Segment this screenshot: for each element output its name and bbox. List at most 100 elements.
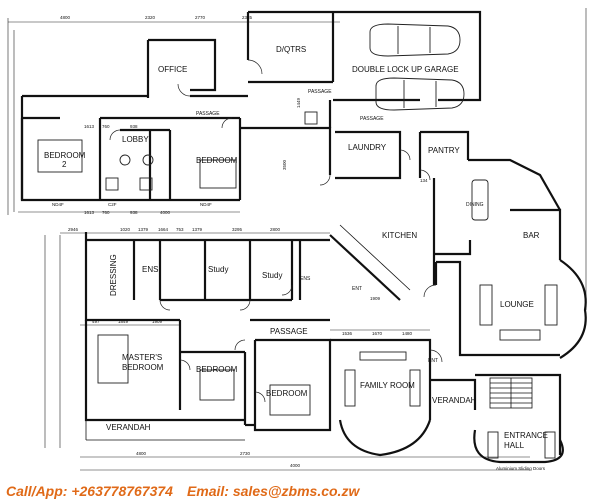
dim-misc: 760 [102,210,110,215]
dim-bottom-3: 4000 [290,463,301,468]
walls [20,10,587,464]
label-study2: Study [262,271,282,280]
call-text[interactable]: Call/App: +263778767374 [6,483,173,499]
label-office: OFFICE [158,65,187,74]
wc-1 [105,177,119,191]
dim-misc: 2946 [68,227,79,232]
label-bar: BAR [523,231,540,240]
label-pantry: PANTRY [428,146,460,155]
family-sofa-left [344,369,356,407]
dim-misc: 1536 [342,331,353,336]
label-verandah-left: VERANDAH [106,423,151,432]
dim-top-1: 4800 [60,15,71,20]
room-labels: OFFICE D/QTRS DOUBLE LOCK UP GARAGE PASS… [44,45,548,450]
furniture [37,23,558,459]
label-passage-top: PASSAGE [196,111,220,117]
sofa-bottom [499,329,541,341]
label-bedroom2-num: 2 [62,160,67,169]
label-verandah-right: VERANDAH [432,396,477,405]
sofa-left [479,284,493,326]
dim-top-4: 2335 [242,15,253,20]
dim-misc: 1670 [372,331,383,336]
sofa-right [544,284,558,326]
label-ent2: ENT [428,358,438,364]
label-kitchen: KITCHEN [382,231,417,240]
dim-misc: 3500 [282,159,287,170]
label-laundry: LAUNDRY [348,143,387,152]
label-bedroom-a: BEDROOM [196,156,238,165]
staircase [489,377,533,409]
dim-misc: 1664 [158,227,169,232]
bed-bedroom-a [199,159,237,189]
dim-misc: 938 [130,210,138,215]
tag-nd4f-mid: ND4F [200,202,212,207]
dqtrs-wc [304,111,318,125]
contact-footer: Call/App: +263778767374 Email: sales@zbm… [0,480,600,502]
label-garage: DOUBLE LOCK UP GARAGE [352,65,459,74]
entrance-bench-right [544,431,556,459]
dim-misc: 1849 [118,319,129,324]
family-sofa-right [409,369,421,407]
entrance-bench-left [487,431,499,459]
dim-misc: 1480 [402,331,413,336]
car-bottom [375,77,465,111]
label-lounge: LOUNGE [500,300,534,309]
label-bedroom2: BEDROOM [44,151,86,160]
tag-c2f: C2F [108,202,117,207]
label-bedroom-c: BEDROOM [266,389,308,398]
dim-misc: 3295 [232,227,243,232]
basin-1 [119,154,131,166]
tag-alu: Aluminium Sliding Doors [496,466,546,471]
dimension-bottom: 4800 2730 4000 [136,451,301,468]
dimension-top: 4800 2320 2770 2335 [60,15,253,20]
label-passage-mid: PASSAGE [360,116,384,122]
wc-2 [139,177,153,191]
dimension-misc: 1613 760 938 1613 760 938 4000 2946 1020… [68,97,428,336]
tag-nd4f-left: ND4F [52,202,64,207]
dim-misc: 1613 [84,210,95,215]
label-ens1: ENS [142,265,158,274]
bed-bedroom-b [199,369,235,401]
dim-bottom-2: 2730 [240,451,251,456]
dimension-lines [7,8,587,471]
label-dqtrs: D/QTRS [276,45,306,54]
dim-misc: 760 [102,124,110,129]
label-dressing: DRESSING [109,254,118,296]
family-sofa-top [359,351,407,361]
basin-2 [142,154,154,166]
dim-misc: 1379 [192,227,203,232]
dim-top-3: 2770 [195,15,206,20]
label-ens2: ENS [300,276,311,282]
label-passage-garage: PASSAGE [308,89,332,95]
dim-misc: 134 [420,178,428,183]
label-entrance-1: ENTRANCE [504,431,548,440]
dim-misc: 1020 [120,227,131,232]
label-bedroom-b: BEDROOM [196,365,238,374]
email-text[interactable]: Email: sales@zbms.co.zw [186,483,360,499]
dim-misc: 1449 [296,97,301,108]
bed-bedroom2 [37,139,83,173]
dim-bottom-1: 4800 [136,451,147,456]
label-study1: Study [208,265,228,274]
dim-misc: 2800 [270,227,281,232]
label-lobby: LOBBY [122,135,149,144]
label-ent1: ENT [352,286,362,292]
label-masters-2: BEDROOM [122,363,164,372]
dining-table [471,179,489,221]
label-masters-1: MASTER'S [122,353,162,362]
dim-misc: 1379 [138,227,149,232]
car-top [369,23,461,57]
dim-misc: 1909 [152,319,163,324]
dim-misc: 4000 [160,210,171,215]
dim-top-2: 2320 [145,15,156,20]
dim-misc: 1909 [370,296,381,301]
dim-misc: 1613 [84,124,95,129]
dim-misc: 753 [176,227,184,232]
label-entrance-2: HALL [504,441,525,450]
dim-misc: 938 [130,124,138,129]
bed-bedroom-c [269,384,311,416]
label-dining: DINING [466,202,484,208]
label-family: FAMILY ROOM [360,381,415,390]
door-swings [109,59,443,403]
